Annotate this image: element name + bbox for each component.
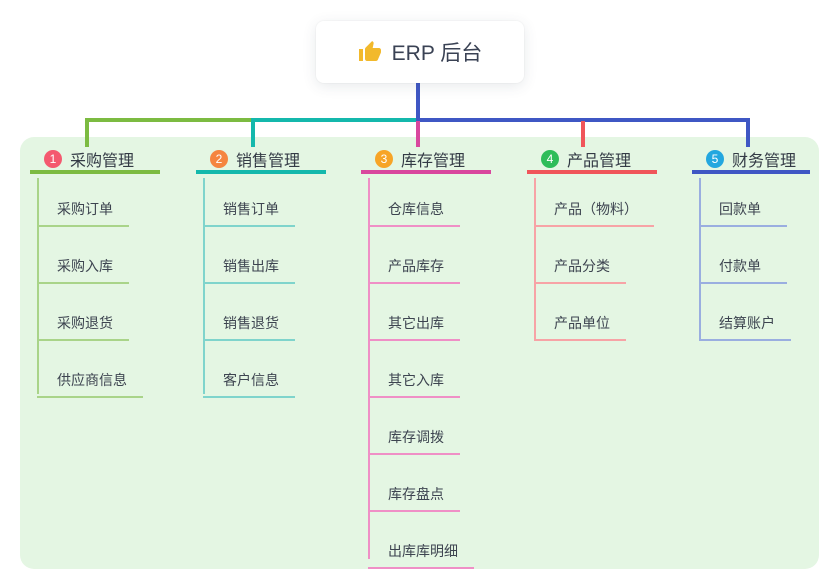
drop-line-branch-4 [581, 121, 585, 147]
connector-line-branch-2 [251, 118, 418, 122]
drop-line-branch-1 [85, 121, 89, 147]
branch-title: 库存管理 [401, 152, 466, 170]
branch-header-purchase[interactable]: 1 采购管理 [30, 147, 160, 174]
child-node[interactable]: 销售订单 [203, 199, 295, 227]
drop-line-branch-3 [416, 121, 420, 147]
child-node[interactable]: 回款单 [699, 199, 787, 227]
child-node[interactable]: 产品分类 [534, 256, 626, 284]
child-node[interactable]: 其它出库 [368, 313, 460, 341]
branch-spine [203, 178, 205, 394]
branch-number-badge: 3 [375, 149, 393, 168]
branch-number-badge: 5 [706, 149, 724, 168]
child-node[interactable]: 付款单 [699, 256, 787, 284]
branch-title: 销售管理 [236, 152, 301, 170]
child-node[interactable]: 产品（物料） [534, 199, 654, 227]
child-node[interactable]: 销售出库 [203, 256, 295, 284]
branch-product: 4 产品管理 产品（物料） 产品分类 产品单位 [527, 147, 657, 341]
branch-number-badge: 1 [44, 149, 62, 168]
branch-number-badge: 4 [541, 149, 559, 168]
child-node[interactable]: 库存盘点 [368, 484, 460, 512]
child-node[interactable]: 仓库信息 [368, 199, 460, 227]
branch-sales: 2 销售管理 销售订单 销售出库 销售退货 客户信息 [196, 147, 326, 398]
branch-spine [699, 178, 701, 339]
root-node[interactable]: ERP 后台 [316, 21, 524, 83]
child-node[interactable]: 产品库存 [368, 256, 460, 284]
connector-line-branch-1 [85, 118, 253, 122]
child-node[interactable]: 销售退货 [203, 313, 295, 341]
child-node[interactable]: 采购订单 [37, 199, 129, 227]
child-node[interactable]: 供应商信息 [37, 370, 143, 398]
branch-header-product[interactable]: 4 产品管理 [527, 147, 657, 174]
child-node[interactable]: 其它入库 [368, 370, 460, 398]
child-node[interactable]: 库存调拨 [368, 427, 460, 455]
child-node[interactable]: 产品单位 [534, 313, 626, 341]
branches-panel [20, 137, 819, 569]
root-connector-line [416, 83, 420, 121]
connector-line-branch-5 [416, 118, 750, 122]
root-node-label: ERP 后台 [391, 42, 483, 65]
branch-header-inventory[interactable]: 3 库存管理 [361, 147, 491, 174]
branch-finance: 5 财务管理 回款单 付款单 结算账户 [692, 147, 810, 341]
thumbs-up-icon [358, 40, 382, 64]
child-node[interactable]: 客户信息 [203, 370, 295, 398]
branch-title: 财务管理 [732, 152, 797, 170]
child-node[interactable]: 采购入库 [37, 256, 129, 284]
branch-spine [368, 178, 370, 559]
drop-line-branch-5 [746, 121, 750, 147]
drop-line-branch-2 [251, 121, 255, 147]
branch-number-badge: 2 [210, 149, 228, 168]
branch-header-sales[interactable]: 2 销售管理 [196, 147, 326, 174]
child-node[interactable]: 出库库明细 [368, 541, 474, 569]
branch-inventory: 3 库存管理 仓库信息 产品库存 其它出库 其它入库 库存调拨 库存盘点 出库库… [361, 147, 491, 569]
branch-purchase: 1 采购管理 采购订单 采购入库 采购退货 供应商信息 [30, 147, 160, 398]
branch-header-finance[interactable]: 5 财务管理 [692, 147, 810, 174]
child-node[interactable]: 结算账户 [699, 313, 791, 341]
branch-title: 采购管理 [70, 152, 135, 170]
branch-title: 产品管理 [567, 152, 632, 170]
branch-spine [37, 178, 39, 394]
child-node[interactable]: 采购退货 [37, 313, 129, 341]
branch-spine [534, 178, 536, 339]
